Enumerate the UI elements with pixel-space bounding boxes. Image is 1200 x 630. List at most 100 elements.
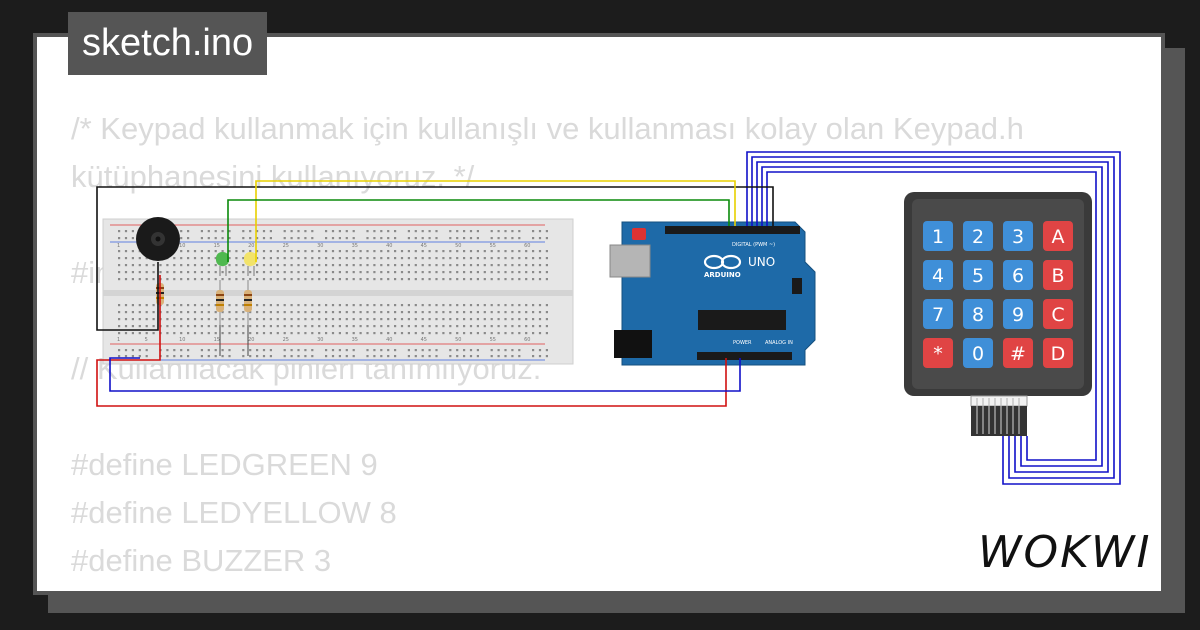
keypad-key[interactable]: 0	[963, 338, 993, 368]
breadboard-hole	[207, 250, 210, 253]
keypad-key[interactable]: 6	[1003, 260, 1033, 290]
keypad-key[interactable]: 8	[963, 299, 993, 329]
keypad-key[interactable]: *	[923, 338, 953, 368]
rail-hole	[311, 237, 314, 240]
breadboard-hole	[407, 332, 410, 335]
breadboard-hole	[463, 271, 466, 274]
rail-hole	[469, 355, 473, 358]
breadboard-hole	[318, 318, 321, 321]
breadboard-hole	[228, 271, 231, 274]
breadboard-hole	[483, 257, 486, 260]
rail-hole	[283, 230, 286, 233]
column-number: 5	[145, 337, 148, 343]
breadboard-hole	[359, 257, 362, 260]
breadboard-hole	[421, 278, 424, 281]
breadboard-hole	[145, 271, 148, 274]
file-tab[interactable]: sketch.ino	[68, 12, 268, 75]
keypad-key[interactable]: B	[1043, 260, 1073, 290]
breadboard-hole	[200, 318, 203, 321]
breadboard-hole	[297, 264, 300, 267]
breadboard-hole	[214, 278, 217, 281]
rail-hole	[511, 237, 514, 240]
keypad-key[interactable]: #	[1003, 338, 1033, 368]
keypad-key[interactable]: D	[1043, 338, 1073, 368]
breadboard-hole	[394, 332, 397, 335]
rail-hole	[221, 230, 224, 233]
rail-hole	[304, 237, 307, 240]
breadboard-hole	[476, 304, 479, 307]
breadboard-hole	[518, 325, 521, 328]
breadboard-hole	[283, 332, 286, 335]
breadboard-hole	[166, 325, 169, 328]
breadboard-hole	[269, 250, 272, 253]
breadboard-hole	[407, 311, 410, 314]
rail-hole	[380, 230, 383, 233]
keypad-key[interactable]: C	[1043, 299, 1073, 329]
rail-hole	[352, 349, 355, 352]
rail-hole	[297, 349, 300, 352]
breadboard-hole	[456, 332, 459, 335]
rail-hole	[387, 355, 390, 358]
breadboard-hole	[269, 257, 272, 260]
breadboard-hole	[242, 264, 245, 267]
breadboard-hole	[118, 250, 121, 253]
keypad-key[interactable]: 4	[923, 260, 953, 290]
breadboard-hole	[442, 325, 445, 328]
keypad-key[interactable]: 1	[923, 221, 953, 251]
breadboard-hole	[345, 271, 348, 274]
keypad-key[interactable]: 3	[1003, 221, 1033, 251]
breadboard-hole	[373, 264, 376, 267]
breadboard-hole	[145, 264, 148, 267]
rail-hole	[249, 230, 252, 233]
keypad-key[interactable]: 5	[963, 260, 993, 290]
keypad-key[interactable]: 2	[963, 221, 993, 251]
breadboard-hole	[366, 278, 369, 281]
rail-hole	[131, 355, 134, 358]
keypad-key[interactable]: 9	[1003, 299, 1033, 329]
breadboard-hole	[304, 257, 307, 260]
rail-hole	[394, 349, 397, 352]
breadboard-hole	[152, 271, 155, 274]
rail-hole	[228, 237, 231, 240]
breadboard-hole	[235, 318, 238, 321]
breadboard-hole	[262, 250, 266, 253]
breadboard-hole	[304, 271, 307, 274]
breadboard-hole	[525, 318, 528, 321]
breadboard-hole	[421, 332, 424, 335]
breadboard-hole	[283, 304, 286, 307]
breadboard-hole	[256, 332, 259, 335]
breadboard-hole	[469, 278, 473, 281]
breadboard-hole	[490, 278, 493, 281]
breadboard-hole	[187, 332, 190, 335]
rail-hole	[256, 237, 259, 240]
breadboard-hole	[318, 271, 321, 274]
breadboard-hole	[311, 318, 314, 321]
breadboard-hole	[276, 257, 279, 260]
breadboard-hole	[511, 250, 514, 253]
breadboard-hole	[456, 264, 459, 267]
breadboard-hole	[249, 318, 252, 321]
breadboard-hole	[359, 318, 362, 321]
breadboard-hole	[297, 311, 300, 314]
breadboard-hole	[532, 304, 535, 307]
breadboard-hole	[269, 325, 272, 328]
rail-hole	[311, 349, 314, 352]
breadboard-hole	[228, 304, 231, 307]
breadboard-hole	[525, 264, 528, 267]
power-jack	[614, 330, 652, 358]
breadboard-hole	[221, 332, 224, 335]
breadboard-hole	[352, 264, 355, 267]
breadboard-hole	[449, 250, 452, 253]
breadboard-hole	[352, 250, 355, 253]
keypad-key[interactable]: 7	[923, 299, 953, 329]
breadboard-hole	[228, 257, 231, 260]
breadboard-hole	[242, 304, 245, 307]
breadboard-hole	[387, 271, 390, 274]
column-number: 20	[248, 337, 254, 343]
breadboard-hole	[366, 332, 369, 335]
breadboard-hole	[131, 264, 134, 267]
breadboard-hole	[428, 304, 431, 307]
keypad-key[interactable]: A	[1043, 221, 1073, 251]
breadboard-hole	[400, 250, 404, 253]
breadboard-hole	[207, 318, 210, 321]
